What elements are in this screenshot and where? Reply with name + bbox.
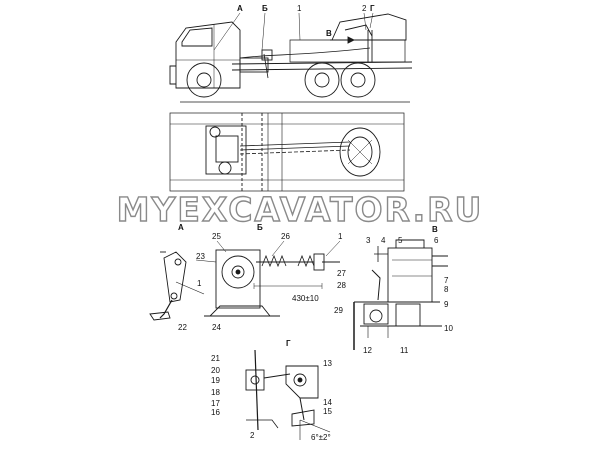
callout-1-top: 1: [297, 4, 302, 13]
callout-16: 16: [211, 408, 220, 417]
view-v-assembly: [353, 239, 448, 350]
callout-5: 5: [398, 236, 403, 245]
callout-4: 4: [381, 236, 386, 245]
callout-24: 24: [212, 323, 221, 332]
diagram-labels: А Б В Г А Б В Г 1 2 23 1 22 25 26 1 27 2…: [178, 4, 453, 442]
section-label-g: Г: [370, 4, 375, 13]
truck-side-view: [169, 13, 413, 103]
dimension-angle: 6°±2°: [311, 433, 331, 442]
dimension-spring-length: 430±10: [292, 294, 319, 303]
callout-2-g: 2: [250, 431, 255, 440]
callout-11: 11: [400, 346, 409, 355]
callout-22: 22: [178, 323, 187, 332]
view-g-linkage: [245, 349, 331, 440]
view-a-title: А: [178, 223, 184, 232]
callout-14: 14: [323, 398, 332, 407]
callout-12: 12: [363, 346, 372, 355]
view-g-title: Г: [286, 339, 291, 348]
view-b-title: Б: [257, 223, 263, 232]
callout-19: 19: [211, 376, 220, 385]
view-v-title: В: [432, 225, 438, 234]
callout-23: 23: [196, 252, 205, 261]
view-b-mechanism: [195, 249, 340, 317]
callout-10: 10: [444, 324, 453, 333]
callout-3: 3: [366, 236, 371, 245]
callout-7: 7: [444, 276, 449, 285]
callout-25: 25: [212, 232, 221, 241]
section-label-a: А: [237, 4, 243, 13]
callout-28: 28: [337, 281, 346, 290]
section-label-b: Б: [262, 4, 268, 13]
callout-18: 18: [211, 388, 220, 397]
view-a-lever: [149, 251, 205, 321]
callout-1-a: 1: [197, 279, 202, 288]
callout-8: 8: [444, 285, 449, 294]
callout-15: 15: [323, 407, 332, 416]
callout-2-top: 2: [362, 4, 367, 13]
callout-9: 9: [444, 300, 449, 309]
callout-21: 21: [211, 354, 220, 363]
callout-17: 17: [211, 399, 220, 408]
callout-20: 20: [211, 366, 220, 375]
callout-1-b: 1: [338, 232, 343, 241]
truck-top-view: [169, 112, 405, 192]
section-label-v: В: [326, 29, 332, 38]
callout-27: 27: [337, 269, 346, 278]
callout-6: 6: [434, 236, 439, 245]
callout-13: 13: [323, 359, 332, 368]
callout-26: 26: [281, 232, 290, 241]
callout-29: 29: [334, 306, 343, 315]
leader-lines: [213, 12, 374, 257]
